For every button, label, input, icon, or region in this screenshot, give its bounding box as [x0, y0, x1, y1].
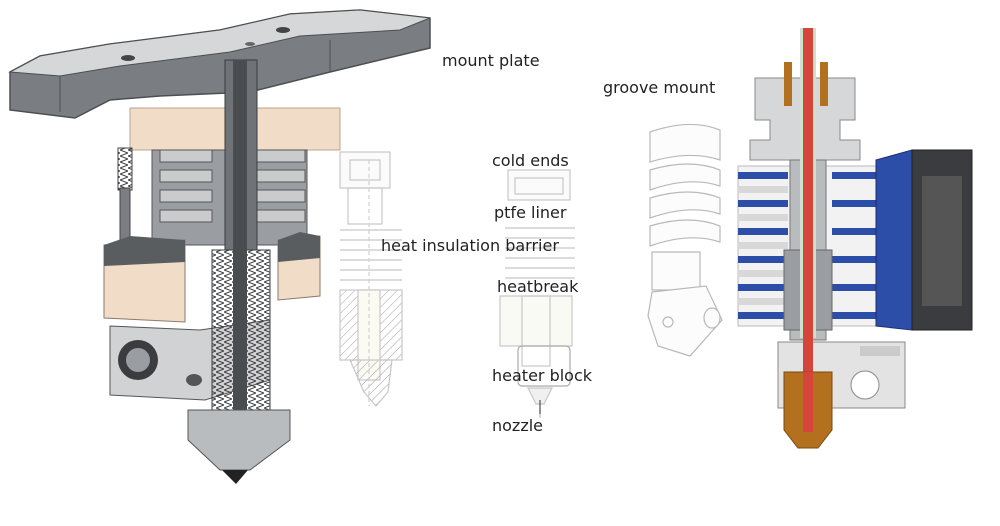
label-heat-insulation-barrier: heat insulation barrier — [381, 236, 559, 255]
heatbreak-tube — [211, 59, 271, 440]
lower-insulator — [103, 232, 321, 323]
upper-brass-insert — [784, 62, 792, 106]
label-mount-plate: mount plate — [442, 51, 540, 70]
section-drawing-1 — [339, 151, 403, 407]
label-heater-block: heater block — [492, 366, 593, 385]
filament-path — [803, 28, 813, 438]
label-groove-mount: groove mount — [603, 78, 716, 97]
color-cross-section — [737, 28, 973, 449]
nozzle-part — [187, 409, 291, 484]
cooling-fan — [875, 149, 973, 331]
cutaway-hotend — [8, 9, 431, 484]
section-drawing-2 — [499, 169, 575, 418]
label-nozzle: nozzle — [492, 416, 544, 435]
label-heatbreak: heatbreak — [497, 277, 579, 296]
mount-plate-part — [8, 9, 431, 119]
label-cold-ends: cold ends — [492, 151, 569, 170]
groove-mount-sketch — [647, 123, 723, 357]
label-ptfe-liner: ptfe liner — [494, 203, 567, 222]
spring-screw — [117, 147, 133, 249]
